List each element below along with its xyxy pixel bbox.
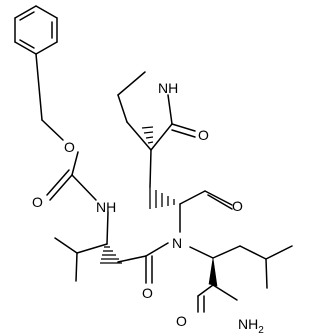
aldehyde-oxygen-label: O <box>232 198 243 214</box>
lactam-oxygen-label: O <box>198 127 209 143</box>
amide-oxygen-label: O <box>176 313 187 329</box>
lactam-side-chain <box>117 71 233 233</box>
amide-nh2-label: NH2 <box>238 316 264 336</box>
benzene-ring <box>14 5 58 55</box>
atom-labels: O O NH NH O O N O O NH2 <box>32 80 264 336</box>
cbz-linker <box>35 53 97 201</box>
ester-oxygen-label: O <box>64 139 75 155</box>
valine-carbonyl-oxygen-label: O <box>142 285 153 301</box>
valine-residue <box>54 211 169 284</box>
leucinamide-residue <box>189 245 293 313</box>
central-nitrogen-label: N <box>172 235 182 251</box>
lactam-nh-label: NH <box>158 80 178 96</box>
carbamate-nh-label: NH <box>96 199 116 215</box>
cbz-carbonyl-oxygen-label: O <box>32 194 43 210</box>
